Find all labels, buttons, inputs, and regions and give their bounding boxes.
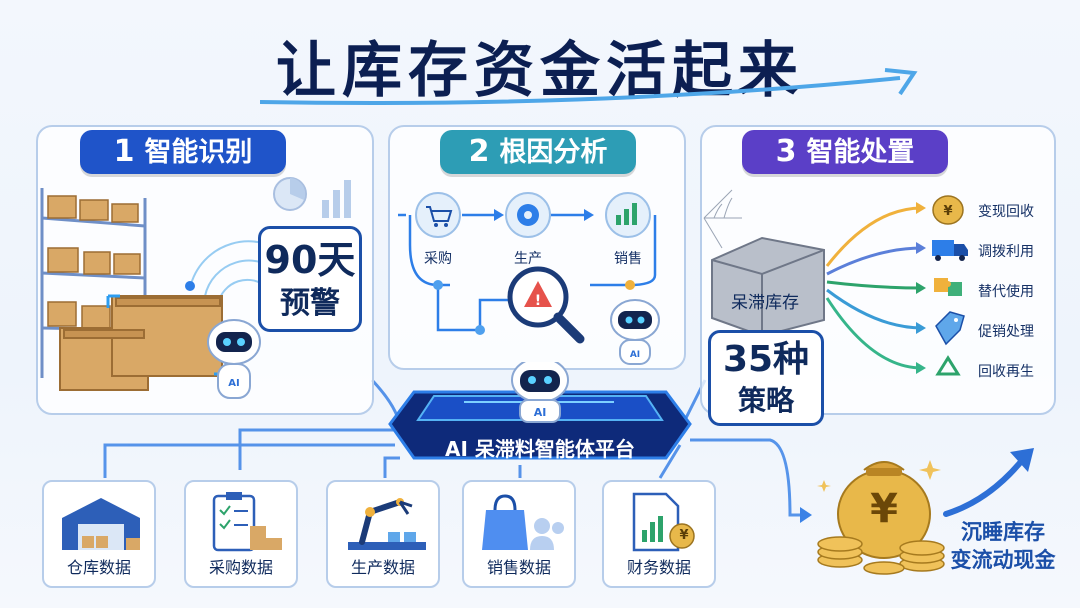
step-3-pill: 3 智能处置: [742, 130, 948, 174]
outcome-text: 沉睡库存 变流动现金: [936, 518, 1070, 574]
outcome-line-2: 变流动现金: [950, 548, 1056, 572]
warning-value: 90天: [264, 238, 356, 282]
data-source-production: 生产数据: [350, 558, 415, 577]
analytics-icons: [273, 177, 351, 218]
data-card-sales: 销售数据: [462, 480, 576, 588]
shopping-bag-icon: [482, 494, 564, 550]
money-bag-yen-symbol: ¥: [870, 486, 898, 532]
strategy-yen-symbol: ¥: [943, 204, 952, 219]
robot-icon: [610, 299, 660, 365]
step-3-label: 智能处置: [806, 137, 915, 168]
data-card-purchase: 采购数据: [184, 480, 298, 588]
step-2-pill: 2 根因分析: [440, 130, 636, 174]
robot-arm-icon: [348, 498, 426, 550]
data-card-finance: ¥ 财务数据: [602, 480, 716, 588]
clipboard-icon: [212, 492, 282, 552]
step-1-number: 1: [113, 134, 135, 169]
money-bag-icon: ¥: [932, 195, 964, 225]
money-bag-coins-icon: [817, 460, 945, 575]
robot-icon: [207, 319, 261, 399]
step-1-label: 智能识别: [144, 137, 253, 168]
robot-badge-2: AI: [630, 350, 640, 360]
data-source-purchase: 采购数据: [208, 558, 273, 577]
discount-tag-icon: [935, 311, 965, 346]
magnifier-warning-icon: !: [507, 266, 585, 344]
flow-node-production: 生产: [514, 251, 542, 267]
strategy-substitute: 替代使用: [978, 284, 1034, 300]
strategy-count-value: 35种: [722, 339, 810, 380]
growth-arrow-icon: [943, 448, 1034, 517]
finance-report-icon: [632, 492, 695, 552]
stale-box-icon: [711, 236, 825, 338]
robot-badge-1: AI: [228, 378, 239, 389]
strategy-count-label: 策略: [737, 384, 794, 417]
strategy-transfer: 调拨利用: [978, 244, 1034, 260]
platform-label: AI 呆滞料智能体平台: [445, 437, 635, 461]
robot-icon: [511, 362, 569, 423]
flow-node-purchase: 采购: [424, 251, 452, 267]
warehouse-icon: [62, 498, 140, 550]
data-card-warehouse: 仓库数据: [42, 480, 156, 588]
data-source-finance: 财务数据: [626, 558, 691, 577]
warehouse-illustration: AI: [40, 188, 291, 399]
step-2-number: 2: [468, 134, 490, 169]
svg-text:!: !: [535, 293, 541, 309]
flow-node-sales: 销售: [614, 251, 642, 267]
data-source-sales: 销售数据: [486, 558, 551, 577]
strategy-recycle: 回收再生: [978, 364, 1034, 380]
step-3-number: 3: [775, 134, 797, 169]
data-card-production: 生产数据: [326, 480, 440, 588]
truck-icon: [932, 240, 968, 261]
gear-icon: [505, 192, 551, 238]
data-source-warehouse: 仓库数据: [66, 558, 131, 577]
robot-badge-3: AI: [534, 406, 547, 419]
outcome-line-1: 沉睡库存: [961, 520, 1045, 544]
warning-label: 预警: [280, 286, 340, 321]
strategy-promotion: 促销处理: [978, 324, 1034, 340]
strategy-cash-recovery: 变现回收: [978, 204, 1034, 220]
warning-callout: 90天 预警: [258, 226, 362, 332]
strategy-count-callout: 35种 策略: [708, 330, 824, 426]
step-1-pill: 1 智能识别: [80, 130, 286, 174]
process-flow: ! AI: [398, 192, 660, 365]
dispose-flows: ¥: [703, 189, 968, 376]
ai-platform: AI: [388, 362, 692, 460]
step-2-label: 根因分析: [499, 137, 608, 168]
cobweb-icon: [703, 189, 742, 249]
title-underline-arrow: [260, 68, 918, 105]
sales-chart-icon: [605, 192, 651, 238]
recycle-icon: [935, 355, 961, 376]
finance-yen-symbol: ¥: [679, 528, 689, 543]
stale-box-label: 呆滞库存: [731, 293, 799, 313]
cart-icon: [415, 192, 461, 238]
puzzle-icon: [934, 278, 962, 296]
